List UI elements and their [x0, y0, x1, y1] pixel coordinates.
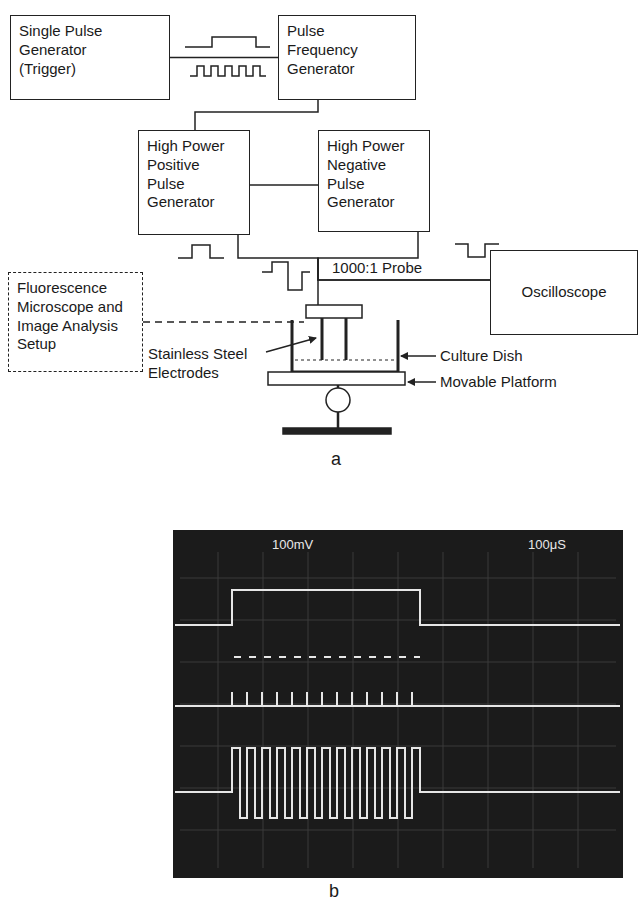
microscope-box: Fluorescence Microscope and Image Analys…: [8, 272, 143, 372]
dish-label: Culture Dish: [440, 347, 560, 366]
bipolar-pulse: [262, 262, 310, 290]
movable-platform: [268, 372, 405, 385]
platform-label: Movable Platform: [440, 373, 580, 392]
oscilloscope-photo: [173, 530, 623, 878]
node-text: Pulse Frequency Generator: [287, 22, 383, 78]
node-text: Fluorescence Microscope and Image Analys…: [17, 279, 134, 354]
node-text: High Power Negative Pulse Generator: [327, 137, 421, 212]
node-text: Oscilloscope: [521, 283, 606, 302]
negative-pulse-box: High Power Negative Pulse Generator: [318, 130, 430, 232]
pulse-train-trace: [175, 657, 620, 706]
scope-scale: 100mV: [272, 537, 313, 553]
leader-arrow: [266, 338, 316, 352]
probe-label: 1000:1 Probe: [330, 259, 424, 277]
scope-grid: [180, 552, 616, 868]
trigger-generator-box: Single Pulse Generator (Trigger): [10, 15, 170, 100]
figure-letter: b: [329, 880, 339, 903]
frequency-generator-box: Pulse Frequency Generator: [278, 15, 416, 100]
electrode-holder: [306, 305, 362, 318]
figure-letter: a: [331, 448, 341, 471]
positive-pulse-box: High Power Positive Pulse Generator: [138, 130, 250, 235]
oscilloscope-box: Oscilloscope: [490, 250, 638, 335]
microscope-link: [143, 321, 304, 323]
platform-knob: [326, 388, 350, 412]
platform-stem: [337, 385, 340, 428]
electrode-label: Stainless Steel Electrodes: [148, 345, 263, 383]
electrode: [322, 318, 346, 360]
bipolar-trace: [175, 748, 620, 818]
connector-line: [195, 100, 318, 130]
leader-arrow: [408, 381, 436, 383]
leader-arrow: [401, 355, 436, 357]
single-pulse: [185, 37, 270, 47]
pulse-train: [190, 66, 266, 76]
culture-dish: [292, 320, 398, 372]
trigger-trace: [175, 590, 620, 625]
connector-line: [318, 232, 490, 280]
node-text: Single Pulse Generator (Trigger): [19, 22, 109, 78]
culture-medium: [295, 360, 395, 361]
platform-base: [283, 428, 391, 434]
connector-line: [170, 57, 278, 59]
node-text: High Power Positive Pulse Generator: [147, 137, 241, 212]
connector-line: [250, 184, 318, 186]
scope-scale: 100μS: [528, 537, 566, 553]
positive-pulse: [178, 245, 224, 258]
